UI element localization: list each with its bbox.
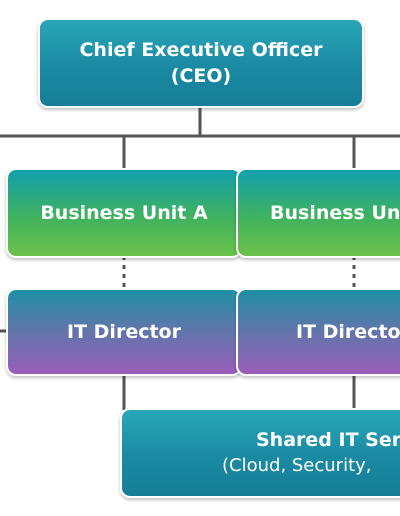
ceo-box: Chief Executive Officer (CEO) [38, 18, 364, 108]
shared-it-title: Shared IT Ser [256, 429, 400, 451]
business-unit-a-label: Business Unit A [40, 202, 208, 224]
shared-it-subtitle: (Cloud, Security, [222, 455, 372, 476]
business-unit-b-box: Business Un [236, 168, 400, 258]
business-unit-b-label: Business Un [270, 202, 400, 224]
it-director-a-box: IT Director [6, 288, 242, 376]
it-director-b-box: IT Directo [236, 288, 400, 376]
it-director-a-label: IT Director [67, 321, 181, 343]
shared-it-services-box: Shared IT Ser (Cloud, Security, [120, 408, 400, 498]
ceo-abbrev: (CEO) [170, 65, 232, 87]
business-unit-a-box: Business Unit A [6, 168, 242, 258]
it-director-b-label: IT Directo [296, 321, 400, 343]
ceo-title: Chief Executive Officer [79, 39, 323, 61]
